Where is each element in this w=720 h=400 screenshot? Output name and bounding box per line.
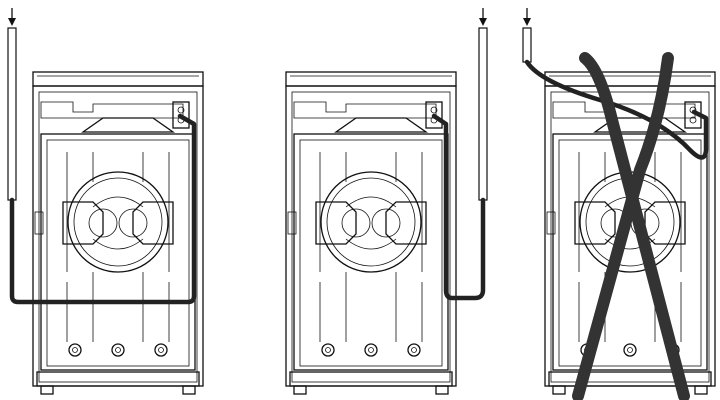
panel-middle [285,7,488,395]
down-arrow-icon [522,7,532,27]
washer-back-view [544,71,716,395]
standpipe [522,27,532,63]
washer-back-view [285,71,457,395]
panel-right [522,7,716,400]
washer-back-view [32,71,204,395]
standpipe [7,27,17,201]
drain-hose [9,113,197,305]
down-arrow-icon [7,7,17,27]
panel-left [7,7,204,395]
down-arrow-icon [478,7,488,27]
cross-mark-icon [572,52,690,400]
drain-hose [431,113,486,301]
standpipe [478,27,488,201]
